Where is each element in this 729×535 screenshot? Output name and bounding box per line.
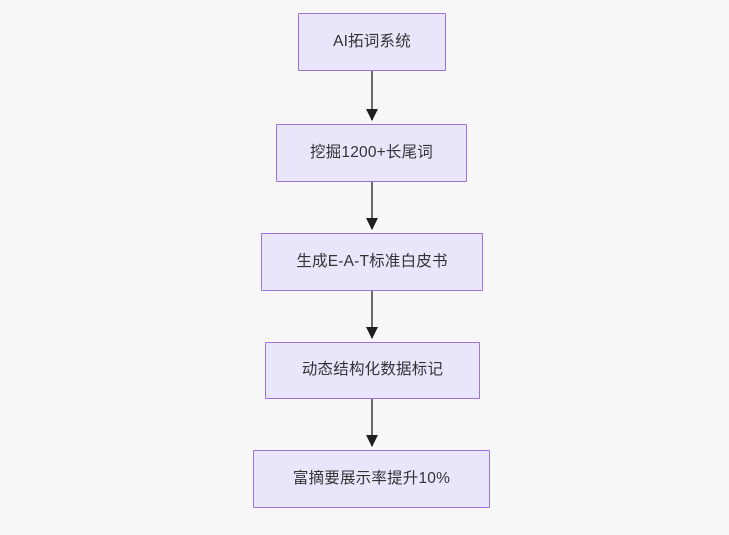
flow-node-label: 富摘要展示率提升10%	[292, 469, 451, 487]
flow-node-rich-snippet-impression-lift[interactable]: 富摘要展示率提升10%	[253, 450, 490, 508]
flow-node-label: AI拓词系统	[333, 32, 411, 50]
flow-node-label: 生成E-A-T标准白皮书	[296, 252, 448, 270]
flow-node-label: 挖掘1200+长尾词	[309, 143, 434, 161]
flow-node-generate-eat-whitepaper[interactable]: 生成E-A-T标准白皮书	[261, 233, 483, 291]
flow-node-dynamic-structured-data-markup[interactable]: 动态结构化数据标记	[265, 342, 480, 399]
flow-node-ai-keyword-system[interactable]: AI拓词系统	[298, 13, 446, 71]
flow-node-label: 动态结构化数据标记	[301, 361, 444, 379]
flow-node-mine-longtail-keywords[interactable]: 挖掘1200+长尾词	[276, 124, 467, 182]
